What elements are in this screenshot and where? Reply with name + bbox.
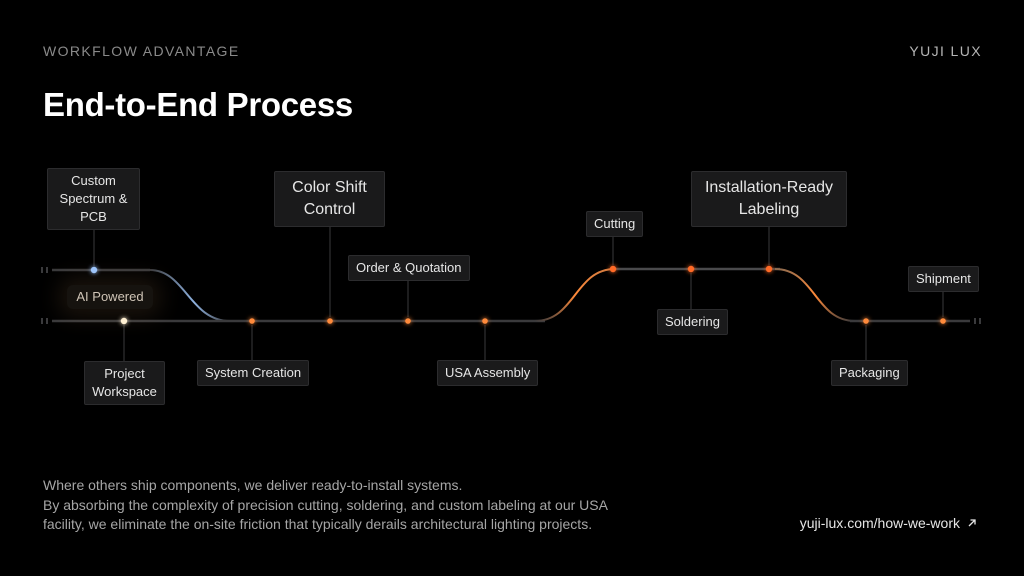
step-system-creation: System Creation [197, 360, 310, 386]
node-shipment [940, 318, 946, 324]
footer-line-3: facility, we eliminate the on-site frict… [43, 516, 593, 532]
step-cutting: Cutting [586, 211, 644, 237]
page-title: End-to-End Process [43, 86, 353, 123]
node-system-creation [249, 318, 255, 324]
how-we-work-link[interactable]: yuji-lux.com/how-we-work [800, 515, 978, 531]
footer-line-2: By absorbing the complexity of precision… [43, 496, 608, 513]
upper-track-curve [149, 269, 231, 322]
how-we-work-link-text: yuji-lux.com/how-we-work [799, 515, 960, 531]
step-soldering: Soldering [657, 309, 728, 335]
node-usa-assembly [482, 318, 488, 324]
step-usa-assembly: USA Assembly [437, 360, 539, 386]
node-soldering [687, 265, 695, 273]
node-color-shift [327, 318, 333, 324]
node-cutting [609, 265, 617, 273]
step-project-workspace: Project Workspace [84, 361, 165, 405]
node-project-workspace [120, 317, 128, 325]
node-custom-spectrum [90, 266, 98, 274]
section-eyebrow: WORKFLOW ADVANTAGE [43, 43, 240, 59]
brand-name: YUJI LUX [909, 43, 982, 59]
track-end-cap [974, 318, 981, 324]
arrow-up-right-icon [968, 519, 976, 527]
step-order-quotation: Order & Quotation [348, 255, 470, 281]
step-installation-ready-labeling: Installation-Ready Labeling [691, 171, 847, 227]
step-packaging: Packaging [831, 360, 908, 386]
rise-curve [534, 268, 616, 322]
footer-line-1: Where others ship components, we deliver… [43, 477, 463, 493]
fall-curve [774, 268, 856, 322]
node-order-quotation [405, 318, 411, 324]
step-color-shift-control: Color Shift Control [274, 171, 385, 227]
footer-description: Where others ship components, we deliver… [43, 476, 703, 535]
track-start-cap [41, 267, 48, 324]
node-installation-ready [765, 265, 773, 273]
step-custom-spectrum: Custom Spectrum & PCB [47, 168, 140, 230]
label-connectors [93, 218, 944, 362]
step-shipment: Shipment [908, 266, 979, 292]
node-packaging [863, 318, 869, 324]
ai-powered-badge: AI Powered [67, 285, 153, 309]
